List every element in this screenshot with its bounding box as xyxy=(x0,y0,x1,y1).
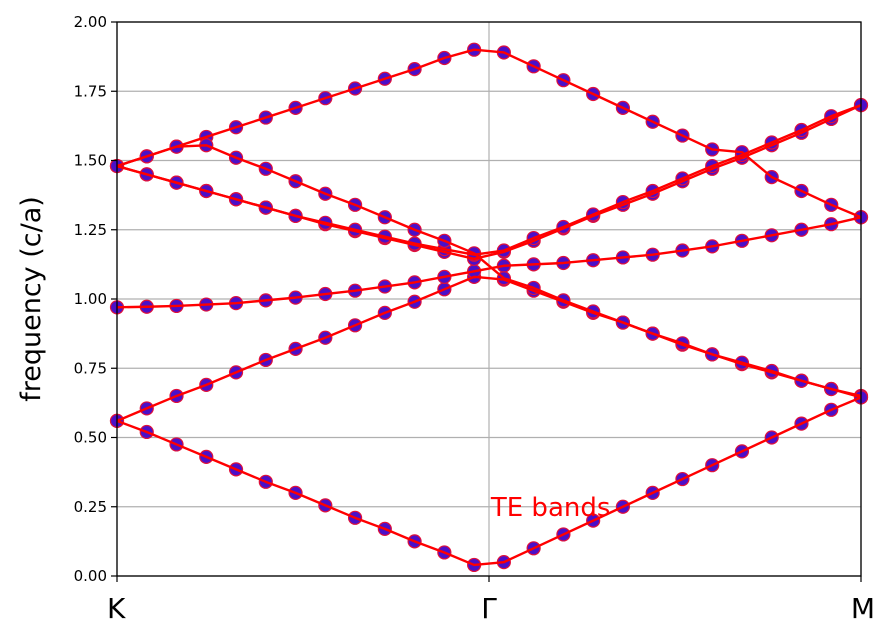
te-bands-annotation: TE bands xyxy=(490,493,611,523)
y-axis: 0.00 0.25 0.50 0.75 1.00 1.25 1.50 1.75 2.00 xyxy=(74,13,117,585)
band-line xyxy=(116,216,862,309)
y-tick-label: 1.25 xyxy=(74,221,107,239)
y-tick-label: 0.50 xyxy=(74,429,107,447)
x-tick-label: K xyxy=(107,592,126,625)
y-tick-label: 0.00 xyxy=(74,567,107,585)
band-line xyxy=(116,396,862,567)
x-tick-label: M xyxy=(851,592,875,625)
y-tick-label: 1.00 xyxy=(74,290,107,308)
series-layer xyxy=(109,42,869,573)
y-tick-label: 0.25 xyxy=(74,498,107,516)
band-line xyxy=(116,103,862,256)
y-tick-label: 1.50 xyxy=(74,152,107,170)
y-tick-label: 1.75 xyxy=(74,82,107,100)
band-line xyxy=(116,48,862,219)
y-tick-label: 0.75 xyxy=(74,359,107,377)
y-axis-label: frequency (c/a) xyxy=(16,196,47,402)
x-tick-label: Γ xyxy=(481,592,497,625)
band-line xyxy=(116,144,862,399)
y-tick-label: 2.00 xyxy=(74,13,107,31)
